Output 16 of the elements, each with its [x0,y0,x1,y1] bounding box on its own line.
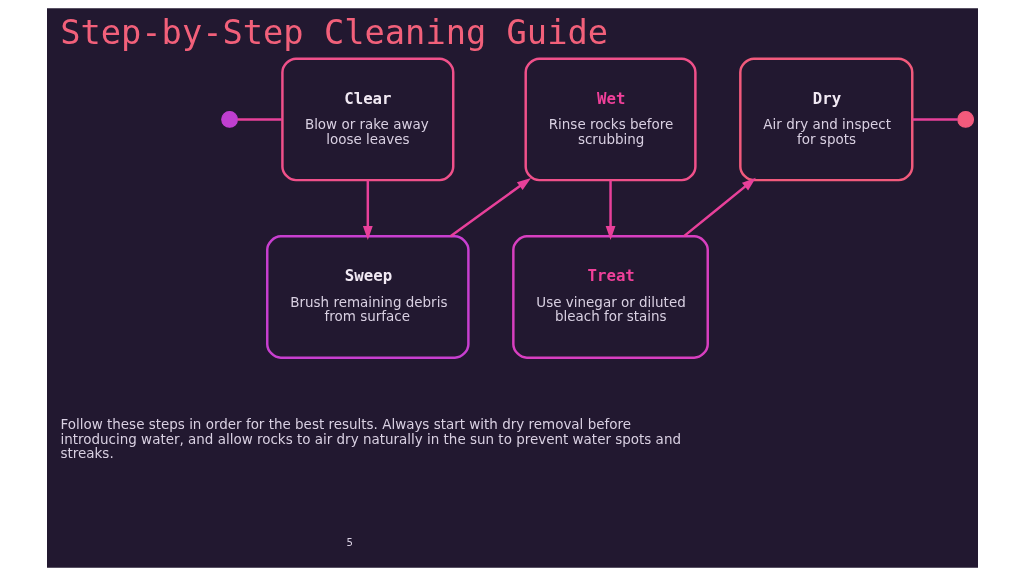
node-box: Treat Use vinegar or diluted bleach for stains [511,235,709,359]
label: 5 [345,536,353,548]
node-box: Sweep Brush remaining debris from surface [265,235,470,359]
node-circle [956,111,974,128]
connector [237,118,282,121]
arrow [449,177,531,238]
arrow [682,177,756,238]
node-box: Dry Air dry and inspect for spots [738,57,913,182]
node-circle [220,111,238,128]
arrow [362,180,373,241]
diagram-title: Step-by-Step Cleaning Guide [59,13,608,53]
label: Follow these steps in order for the best results. Always start with dry removal before introducing water, and allow rocks to air dry naturally in the sun to prevent water spots and streaks. [59,416,681,462]
arrow [605,180,615,241]
node-box: Clear Blow or rake away loose leaves [280,57,454,182]
connector [911,118,958,121]
node-box: Wet Rinse rocks before scrubbing [523,57,697,182]
